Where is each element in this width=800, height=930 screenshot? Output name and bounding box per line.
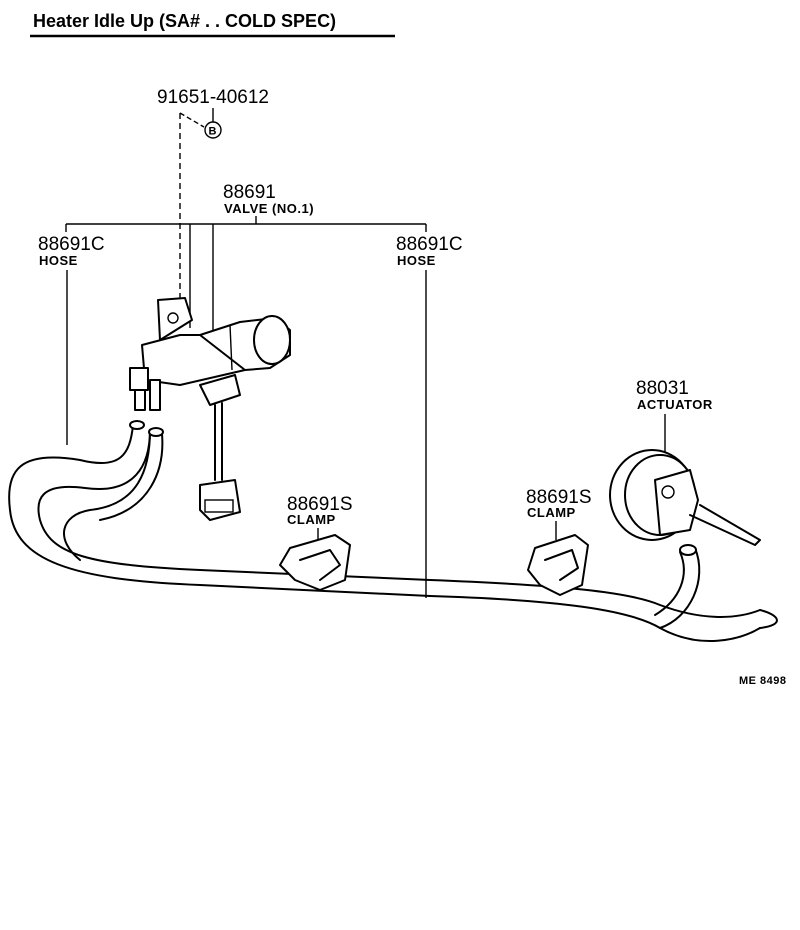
clamp-left-description: CLAMP xyxy=(287,512,336,527)
clamp-right-part-number: 88691S xyxy=(526,487,592,508)
bolt-callout: B xyxy=(179,108,222,315)
bolt-marker-label: B xyxy=(209,126,217,138)
clamp-left-drawing xyxy=(279,534,351,591)
actuator-description: ACTUATOR xyxy=(637,397,713,412)
bolt-part-number: 91651-40612 xyxy=(157,87,269,108)
actuator-part-number: 88031 xyxy=(636,378,689,399)
hose-right-part-number: 88691C xyxy=(396,234,463,255)
clamp-right-description: CLAMP xyxy=(527,505,576,520)
diagram-title: Heater Idle Up (SA# . . COLD SPEC) xyxy=(33,11,336,31)
clamp-right-drawing xyxy=(527,534,589,596)
leader-bracket xyxy=(65,216,427,332)
vsv-valve-drawing xyxy=(129,297,291,521)
hose-right-description: HOSE xyxy=(397,253,436,268)
clamp-left-part-number: 88691S xyxy=(287,494,353,515)
hose-left-part-number: 88691C xyxy=(38,234,105,255)
actuator-drawing xyxy=(609,449,761,546)
short-hose xyxy=(654,544,701,629)
hose-left-description: HOSE xyxy=(39,253,78,268)
hose-ends xyxy=(129,420,164,437)
valve-part-number: 88691 xyxy=(223,182,276,203)
diagram-code: ME 8498 xyxy=(739,675,787,687)
valve-description: VALVE (NO.1) xyxy=(224,201,314,216)
